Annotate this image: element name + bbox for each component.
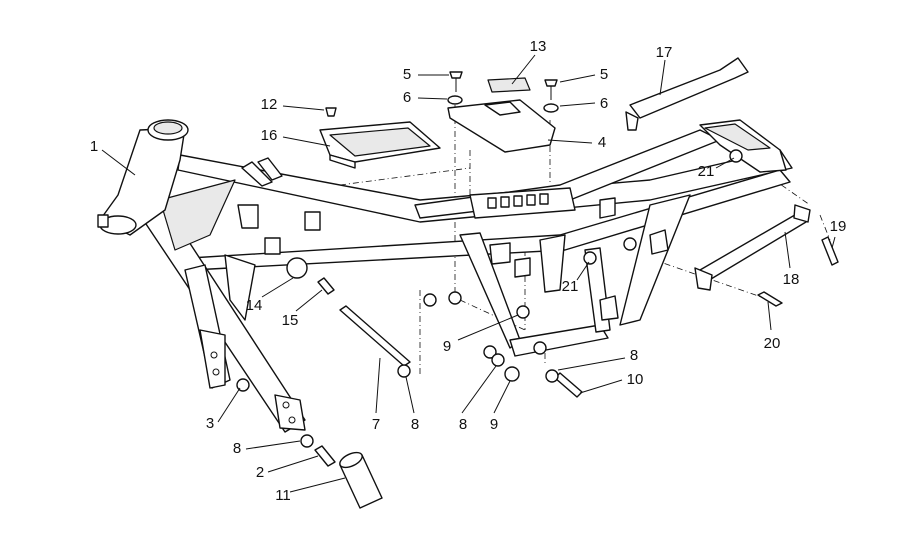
steering-head <box>97 119 189 236</box>
callout-13: 13 <box>530 38 547 55</box>
callout-21b: 21 <box>562 278 579 295</box>
callout-4: 4 <box>598 134 606 151</box>
callout-21a: 21 <box>698 163 715 180</box>
callout-1: 1 <box>90 138 98 155</box>
callout-17: 17 <box>656 44 673 61</box>
callout-3: 3 <box>206 415 214 432</box>
bolts <box>241 157 839 467</box>
callout-8d: 8 <box>630 347 638 364</box>
leader-lines <box>101 54 836 493</box>
callout-20: 20 <box>764 335 781 352</box>
callout-9b: 9 <box>490 416 498 433</box>
grab-bar <box>625 57 749 131</box>
callout-8c: 8 <box>459 416 467 433</box>
rubber-pad <box>487 77 531 93</box>
rear-brace <box>694 204 811 291</box>
footpeg-rubber <box>339 451 383 509</box>
battery-tray <box>319 121 441 169</box>
callout-11: 11 <box>275 487 291 504</box>
callout-6a: 6 <box>403 89 411 106</box>
callout-7: 7 <box>372 416 380 433</box>
callout-19: 19 <box>830 218 847 235</box>
top-fasteners <box>325 71 559 117</box>
callout-10: 10 <box>627 371 644 388</box>
callout-8a: 8 <box>233 440 241 457</box>
nuts-and-washers <box>236 149 743 448</box>
callout-8b: 8 <box>411 416 419 433</box>
callout-15: 15 <box>282 312 299 329</box>
callout-2: 2 <box>256 464 264 481</box>
callout-12: 12 <box>261 96 278 113</box>
callout-14: 14 <box>246 297 263 314</box>
callout-16: 16 <box>261 127 278 144</box>
callout-18: 18 <box>783 271 800 288</box>
callout-5a: 5 <box>403 66 411 83</box>
cover-plate <box>447 99 556 153</box>
callout-5b: 5 <box>600 66 608 83</box>
main-frame <box>139 119 793 433</box>
callout-6b: 6 <box>600 95 608 112</box>
callout-labels: 1 2 3 4 5 5 6 6 7 8 8 8 8 9 9 10 11 12 1… <box>90 38 847 504</box>
callout-9a: 9 <box>443 338 451 355</box>
